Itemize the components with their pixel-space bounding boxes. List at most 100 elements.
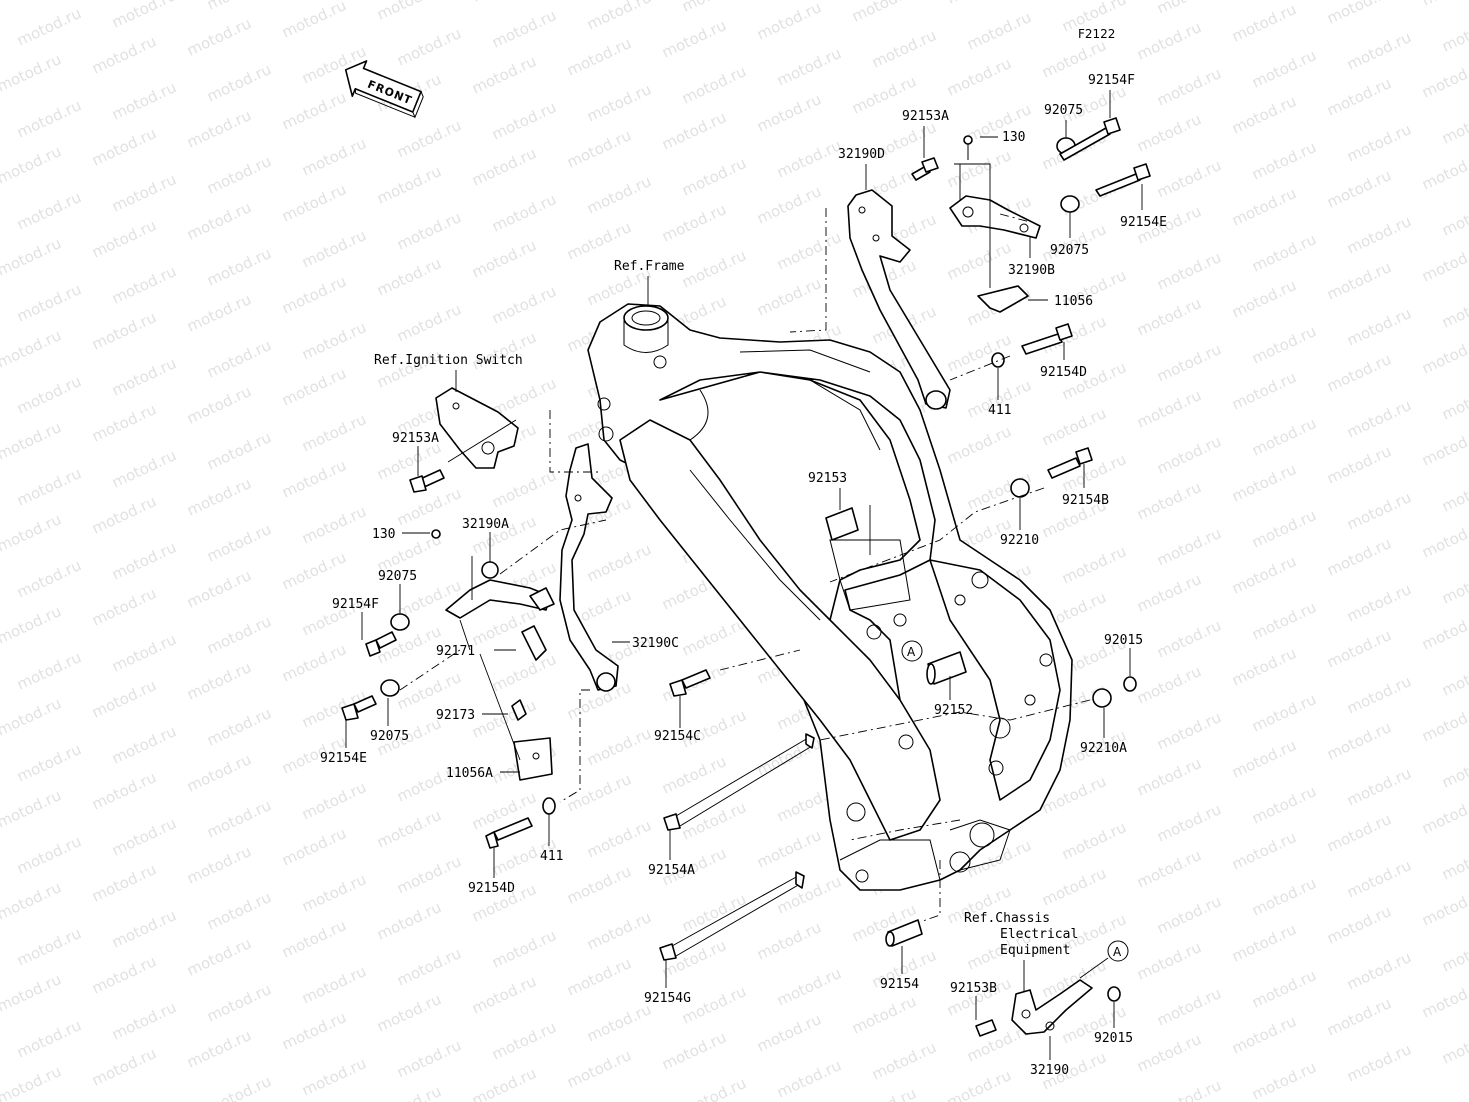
watermark-text: motod.ru — [204, 0, 274, 14]
watermark-text: motod.ru — [659, 200, 729, 245]
watermark-text: motod.ru — [394, 300, 464, 345]
watermark-text: motod.ru — [1249, 414, 1319, 459]
watermark-text: motod.ru — [0, 878, 64, 923]
watermark-text: motod.ru — [1134, 386, 1204, 431]
watermark-text: motod.ru — [774, 228, 844, 273]
label-92210: 92210 — [1000, 533, 1039, 548]
watermark-text: motod.ru — [1324, 442, 1394, 487]
watermark-text: motod.ru — [1134, 294, 1204, 339]
label-92154B: 92154B — [1062, 493, 1109, 508]
watermark-text: motod.ru — [564, 862, 634, 907]
watermark-text: motod.ru — [679, 890, 749, 935]
watermark-text: motod.ru — [1344, 212, 1414, 257]
watermark-text: motod.ru — [89, 124, 159, 169]
watermark-text: motod.ru — [469, 236, 539, 281]
watermark-text: motod.ru — [1439, 838, 1469, 883]
watermark-text: motod.ru — [469, 1064, 539, 1102]
watermark-text: motod.ru — [1134, 662, 1204, 707]
watermark-text: motod.ru — [584, 0, 654, 34]
watermark-text: motod.ru — [1154, 0, 1224, 18]
watermark-text: motod.ru — [1324, 0, 1394, 28]
watermark-text: motod.ru — [1154, 892, 1224, 937]
watermark-text: motod.ru — [1134, 1030, 1204, 1075]
watermark-text: motod.ru — [1419, 240, 1469, 285]
watermark-text: motod.ru — [489, 466, 559, 511]
watermark-text: motod.ru — [1344, 764, 1414, 809]
watermark-text: motod.ru — [469, 144, 539, 189]
watermark-text: motod.ru — [584, 540, 654, 585]
watermark-text: motod.ru — [0, 510, 64, 555]
watermark-text: motod.ru — [1324, 718, 1394, 763]
watermark-text: motod.ru — [204, 980, 274, 1025]
watermark-text: motod.ru — [279, 456, 349, 501]
watermark-text: motod.ru — [89, 676, 159, 721]
watermark-text: motod.ru — [679, 1074, 749, 1102]
watermark-text: motod.ru — [1419, 976, 1469, 1021]
watermark-text: motod.ru — [1324, 994, 1394, 1039]
watermark-text: motod.ru — [204, 336, 274, 381]
watermark-text: motod.ru — [204, 704, 274, 749]
watermark-text: motod.ru — [1344, 672, 1414, 717]
watermark-text: motod.ru — [374, 0, 444, 24]
watermark-text: motod.ru — [89, 308, 159, 353]
watermark-text: motod.ru — [489, 190, 559, 235]
watermark-text: motod.ru — [1154, 432, 1224, 477]
label-92075-right-1: 92075 — [1044, 103, 1083, 118]
label-92153A-right: 92153A — [902, 109, 949, 124]
watermark-text: motod.ru — [184, 290, 254, 335]
watermark-text: motod.ru — [109, 906, 179, 951]
watermark-text: motod.ru — [0, 1062, 64, 1102]
watermark-text: motod.ru — [1134, 570, 1204, 615]
watermark-text: motod.ru — [1439, 102, 1469, 147]
watermark-text: motod.ru — [279, 88, 349, 133]
watermark-text: motod.ru — [1154, 64, 1224, 109]
watermark-text: motod.ru — [1419, 332, 1469, 377]
watermark-text: motod.ru — [394, 668, 464, 713]
bracket-32190B — [949, 195, 1041, 313]
watermark-text: motod.ru — [1344, 580, 1414, 625]
watermark-text: motod.ru — [0, 602, 64, 647]
watermark-text: motod.ru — [1439, 378, 1469, 423]
watermark-text: motod.ru — [109, 630, 179, 675]
watermark-text: motod.ru — [489, 650, 559, 695]
through-bolts — [659, 651, 1137, 961]
watermark-text: motod.ru — [0, 970, 64, 1015]
front-arrow-icon: FRONT — [344, 60, 424, 119]
watermark-text: motod.ru — [1154, 1076, 1224, 1102]
watermark-text: motod.ru — [394, 852, 464, 897]
watermark-text: motod.ru — [299, 226, 369, 271]
watermark-text: motod.ru — [1249, 46, 1319, 91]
watermark-text: motod.ru — [1154, 616, 1224, 661]
watermark-text: motod.ru — [0, 786, 64, 831]
watermark-text: motod.ru — [204, 1072, 274, 1102]
watermark-text: motod.ru — [1134, 938, 1204, 983]
label-130-left: 130 — [372, 527, 395, 542]
ignition-switch-bracket — [435, 387, 519, 469]
label-92154E-left: 92154E — [320, 751, 367, 766]
watermark-text: motod.ru — [1154, 984, 1224, 1029]
watermark-text: motod.ru — [14, 1016, 84, 1061]
watermark-text: motod.ru — [89, 492, 159, 537]
watermark-text: motod.ru — [184, 934, 254, 979]
label-92015-right: 92015 — [1104, 633, 1143, 648]
watermark-text: motod.ru — [109, 354, 179, 399]
watermark-text: motod.ru — [184, 382, 254, 427]
label-32190D: 32190D — [838, 147, 885, 162]
watermark-text: motod.ru — [754, 0, 824, 44]
part-labels: 92154F 92153A 130 92075 32190D 92154E 92… — [320, 73, 1167, 1078]
watermark-text: motod.ru — [1059, 542, 1129, 587]
watermark-text: motod.ru — [394, 484, 464, 529]
watermark-text: motod.ru — [1154, 708, 1224, 753]
watermark-text: motod.ru — [0, 234, 64, 279]
watermark-text: motod.ru — [679, 246, 749, 291]
watermark-text: motod.ru — [374, 162, 444, 207]
watermark-text: motod.ru — [564, 218, 634, 263]
watermark-text: motod.ru — [1324, 626, 1394, 671]
watermark-text: motod.ru — [0, 418, 64, 463]
leader-lines — [345, 90, 1143, 1060]
watermark-text: motod.ru — [1039, 312, 1109, 357]
watermark-text: motod.ru — [0, 694, 64, 739]
watermark-text: motod.ru — [204, 520, 274, 565]
label-92154D-left: 92154D — [468, 881, 515, 896]
watermark-text: motod.ru — [1439, 746, 1469, 791]
